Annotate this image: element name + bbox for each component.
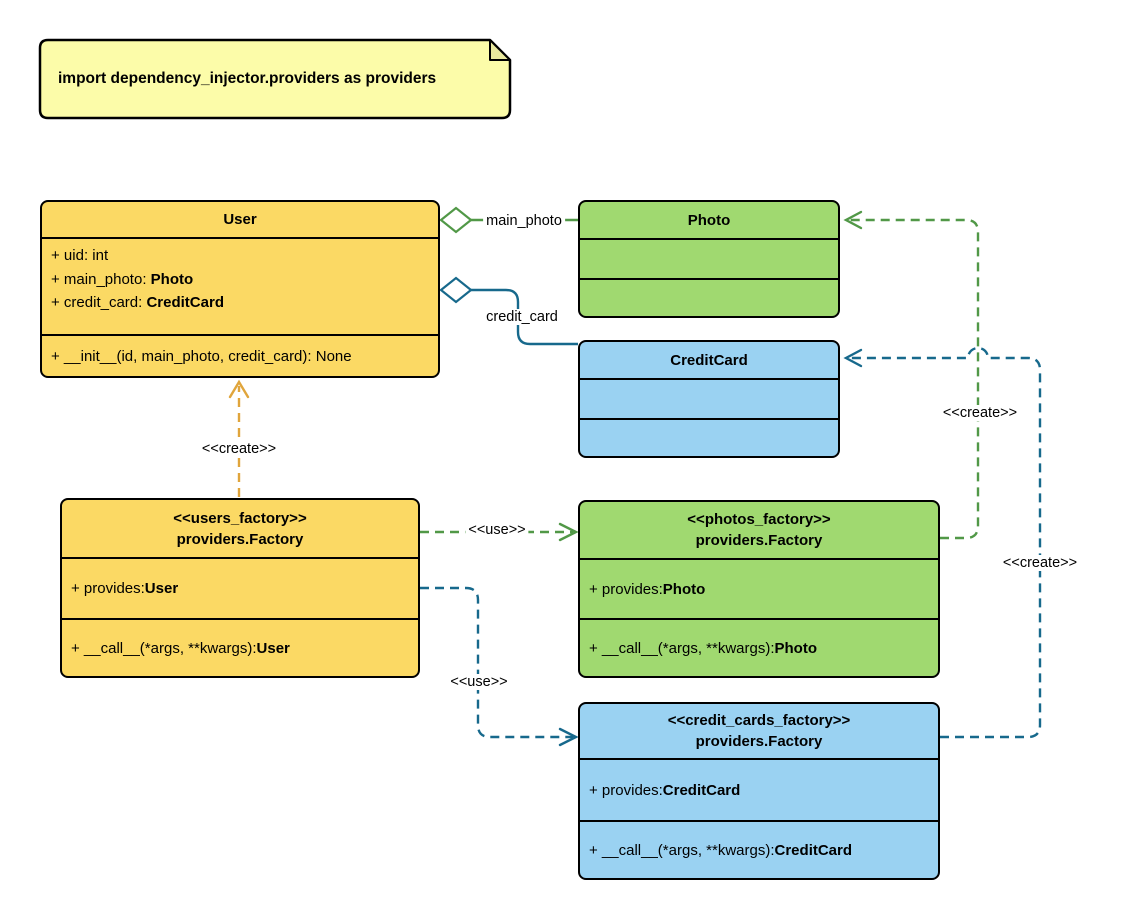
stereotype: <<credit_cards_factory>>	[667, 712, 851, 729]
arrowhead-use-photos-icon	[558, 522, 579, 542]
class-title-credit-cards-factory: <<credit_cards_factory>> providers.Facto…	[580, 704, 938, 758]
edge-create-photo	[848, 218, 980, 540]
edge-label-main-photo: main_photo	[483, 213, 565, 229]
attributes-compartment-empty	[580, 238, 838, 278]
aggregation-diamond-main-photo-icon	[439, 206, 473, 234]
class-name: providers.Factory	[695, 733, 823, 750]
stereotype: <<users_factory>>	[173, 509, 307, 527]
arrowhead-use-credit-cards-icon	[558, 727, 579, 747]
class-name: providers.Factory	[695, 532, 823, 549]
methods-compartment: + __call__(*args, **kwargs): Photo	[580, 618, 938, 676]
edge-label-create-user: <<create>>	[198, 441, 280, 457]
attributes-compartment-empty	[580, 378, 838, 418]
class-title-user: User	[223, 211, 257, 228]
arrowhead-create-credit-card-icon	[843, 348, 863, 368]
methods-compartment: + __call__(*args, **kwargs): User	[62, 618, 418, 676]
method-line: + __call__(*args, **kwargs): User	[71, 639, 290, 657]
attribute-line: + provides: Photo	[589, 580, 706, 598]
class-title-photo: Photo	[687, 211, 731, 229]
class-user: User + uid: int + main_photo: Photo + cr…	[40, 200, 440, 378]
attributes-compartment: + provides: User	[62, 557, 418, 618]
class-title-photos-factory: <<photos_factory>> providers.Factory	[580, 502, 938, 558]
method-line: + __call__(*args, **kwargs): CreditCard	[589, 841, 853, 859]
note-fold-icon	[489, 39, 511, 61]
note-text: import dependency_injector.providers as …	[58, 70, 437, 87]
class-users-factory: <<users_factory>> providers.Factory + pr…	[60, 498, 420, 678]
edge-use-credit-cards-factory	[420, 586, 573, 739]
methods-compartment-empty	[580, 418, 838, 456]
edge-label-use-credit-cards: <<use>>	[447, 674, 511, 690]
aggregation-diamond-credit-card-icon	[439, 276, 473, 304]
attribute-line: + credit_card: CreditCard	[51, 294, 224, 311]
attribute-line: + provides: User	[71, 580, 179, 597]
methods-compartment-empty	[580, 278, 838, 316]
class-name: providers.Factory	[176, 530, 304, 548]
import-note: import dependency_injector.providers as …	[40, 40, 492, 118]
edge-create-credit-card	[848, 346, 1042, 739]
attributes-compartment: + uid: int + main_photo: Photo + credit_…	[42, 237, 438, 334]
methods-compartment: + __call__(*args, **kwargs): CreditCard	[580, 820, 938, 878]
attribute-line: + uid: int	[51, 247, 109, 264]
edge-label-create-photo: <<create>>	[939, 405, 1021, 421]
class-title-credit-card: CreditCard	[670, 351, 748, 369]
note-shape	[38, 38, 512, 120]
arrowhead-create-user-icon	[228, 379, 250, 399]
attribute-line: + provides: CreditCard	[589, 781, 741, 799]
class-credit-cards-factory: <<credit_cards_factory>> providers.Facto…	[578, 702, 940, 880]
class-photo: Photo	[578, 200, 840, 318]
attributes-compartment: + provides: CreditCard	[580, 758, 938, 820]
class-credit-card: CreditCard	[578, 340, 840, 458]
method-line: + __init__(id, main_photo, credit_card):…	[51, 347, 352, 365]
edge-label-use-photos: <<use>>	[465, 522, 529, 538]
stereotype: <<photos_factory>>	[687, 511, 831, 528]
class-title-users-factory: <<users_factory>> providers.Factory	[62, 500, 418, 557]
attributes-compartment: + provides: Photo	[580, 558, 938, 618]
methods-compartment: + __init__(id, main_photo, credit_card):…	[42, 334, 438, 376]
method-line: + __call__(*args, **kwargs): Photo	[589, 639, 818, 657]
edge-label-credit-card: credit_card	[483, 309, 561, 325]
arrowhead-create-photo-icon	[843, 210, 863, 230]
edge-label-create-credit-card: <<create>>	[999, 555, 1081, 571]
attribute-line: + main_photo: Photo	[51, 270, 194, 288]
class-photos-factory: <<photos_factory>> providers.Factory + p…	[578, 500, 940, 678]
